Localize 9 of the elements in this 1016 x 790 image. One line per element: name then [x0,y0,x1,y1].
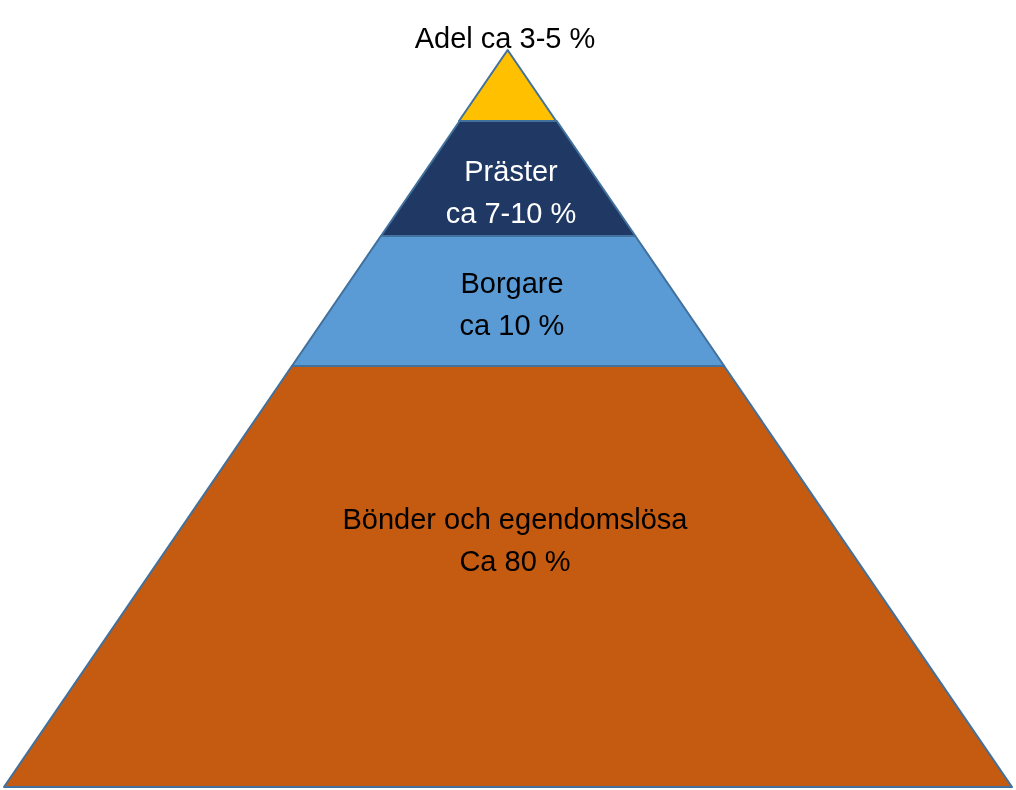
tier-label: Adel ca 3-5 % [414,21,596,56]
percentage-label: ca 7-10 % [445,196,577,231]
tier-label: Bönder och egendomslösa [342,502,688,537]
percentage-label: Ca 80 % [459,544,571,579]
pyramid-tier [4,366,1012,787]
tier-label: Präster [464,154,558,189]
tier-label: Borgare [460,266,564,301]
pyramid-tier [380,121,636,236]
percentage-label: ca 10 % [459,308,565,343]
